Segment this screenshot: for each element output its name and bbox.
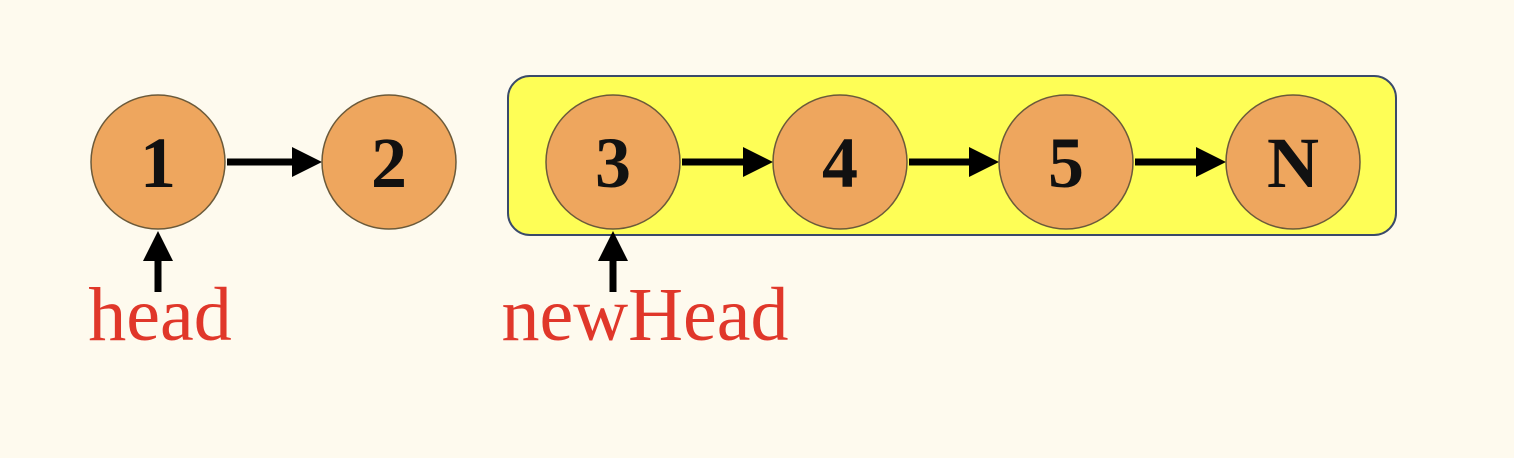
edges-layer	[227, 147, 1226, 177]
node-label: 4	[822, 123, 858, 203]
node-label: 3	[595, 123, 631, 203]
edge-n4-n5	[909, 147, 999, 177]
pointer-arrow-head	[598, 231, 628, 261]
node-circle	[998, 94, 1134, 230]
pointer-arrow-head	[143, 231, 173, 261]
node-label: 1	[140, 123, 176, 203]
node-circle	[545, 94, 681, 230]
pointer-label-newHead: newHead	[502, 273, 789, 357]
node-circle	[772, 94, 908, 230]
arrow-head	[292, 147, 322, 177]
node-label: N	[1267, 123, 1319, 203]
arrow-head	[1196, 147, 1226, 177]
list-node-5: 5	[998, 94, 1134, 230]
edge-n1-n2	[227, 147, 322, 177]
node-label: 2	[371, 123, 407, 203]
edge-n3-n4	[682, 147, 773, 177]
pointer-label-head: head	[88, 273, 231, 357]
pointers-layer: head newHead	[88, 231, 788, 357]
nodes-layer: 1 2 3 4 5 N	[90, 94, 1361, 230]
list-node-4: 4	[772, 94, 908, 230]
pointer-head: head	[88, 231, 232, 357]
arrow-head	[969, 147, 999, 177]
node-circle	[90, 94, 226, 230]
pointer-newHead: newHead	[502, 231, 789, 357]
list-node-1: 1	[90, 94, 226, 230]
edge-n5-nN	[1135, 147, 1226, 177]
list-node-2: 2	[321, 94, 457, 230]
node-circle	[321, 94, 457, 230]
list-node-3: 3	[545, 94, 681, 230]
node-label: 5	[1048, 123, 1084, 203]
list-node-N: N	[1225, 94, 1361, 230]
sublist-highlight-box	[507, 75, 1397, 236]
node-circle	[1225, 94, 1361, 230]
arrow-head	[743, 147, 773, 177]
